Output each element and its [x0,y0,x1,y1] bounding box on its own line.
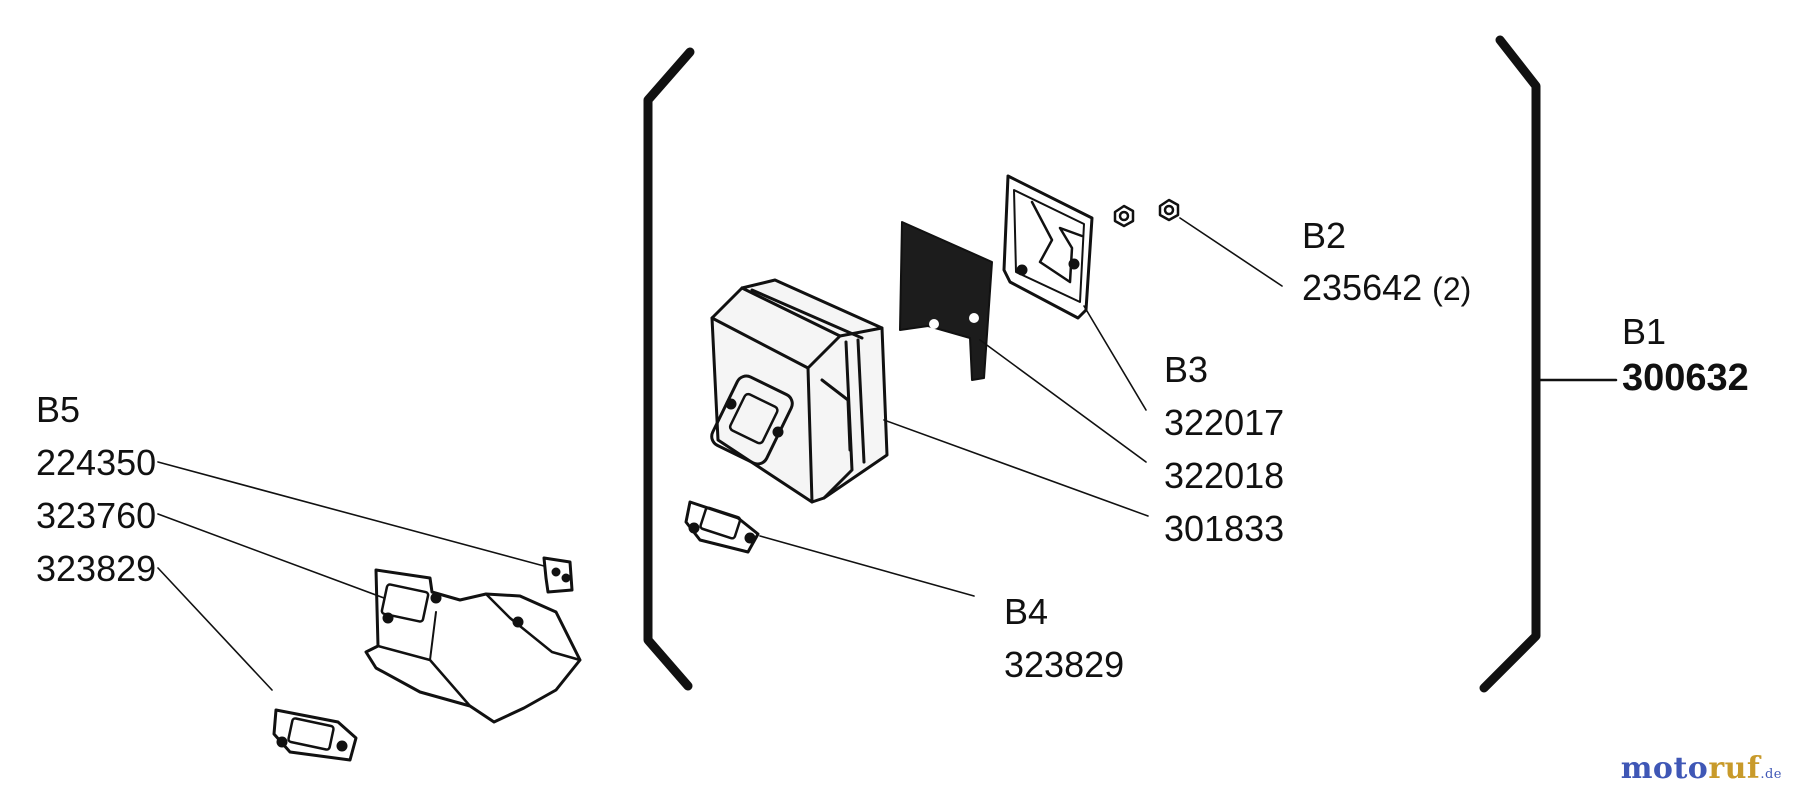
callout-b3-ref: B3 [1164,349,1209,390]
callout-b2-part: 235642 (2) [1302,268,1471,309]
callout-b3-part-a: 322017 [1164,402,1285,443]
callout-b2-ref: B2 [1302,215,1347,256]
callout-b2-part-number: 235642 [1302,267,1423,308]
callout-b3-part-c: 301833 [1164,508,1285,549]
watermark-logo: motoruf.de [1621,751,1782,786]
watermark-part-1: moto [1620,751,1709,786]
muffler-gasket-b5 [272,708,358,762]
callout-b5-ref: B5 [36,389,81,430]
callout-b1-part: 300632 [1622,357,1749,399]
callout-b5-part-a: 224350 [36,442,157,483]
muffler-cover-plate [1002,174,1094,320]
watermark-part-2: ruf [1708,751,1761,786]
muffler-gasket-b4 [684,500,760,554]
watermark-part-3: .de [1760,767,1782,782]
callout-b3-part-b: 322018 [1164,455,1285,496]
callout-b1-ref: B1 [1622,311,1667,352]
callout-b2-quantity: (2) [1432,271,1472,307]
hex-nut-left [1113,204,1135,228]
left-group-bracket [643,47,695,691]
callout-b5-part-b: 323760 [36,495,157,536]
hex-nut-right [1158,198,1180,222]
callout-b4-ref: B4 [1004,591,1049,632]
spark-arrestor-screen [899,221,993,381]
leader-lines [157,217,1618,691]
callout-b5-part-c: 323829 [36,548,157,589]
right-group-bracket [1479,35,1541,693]
muffler-body [710,278,889,504]
callout-b4-part: 323829 [1004,644,1125,685]
small-bracket [542,556,574,594]
